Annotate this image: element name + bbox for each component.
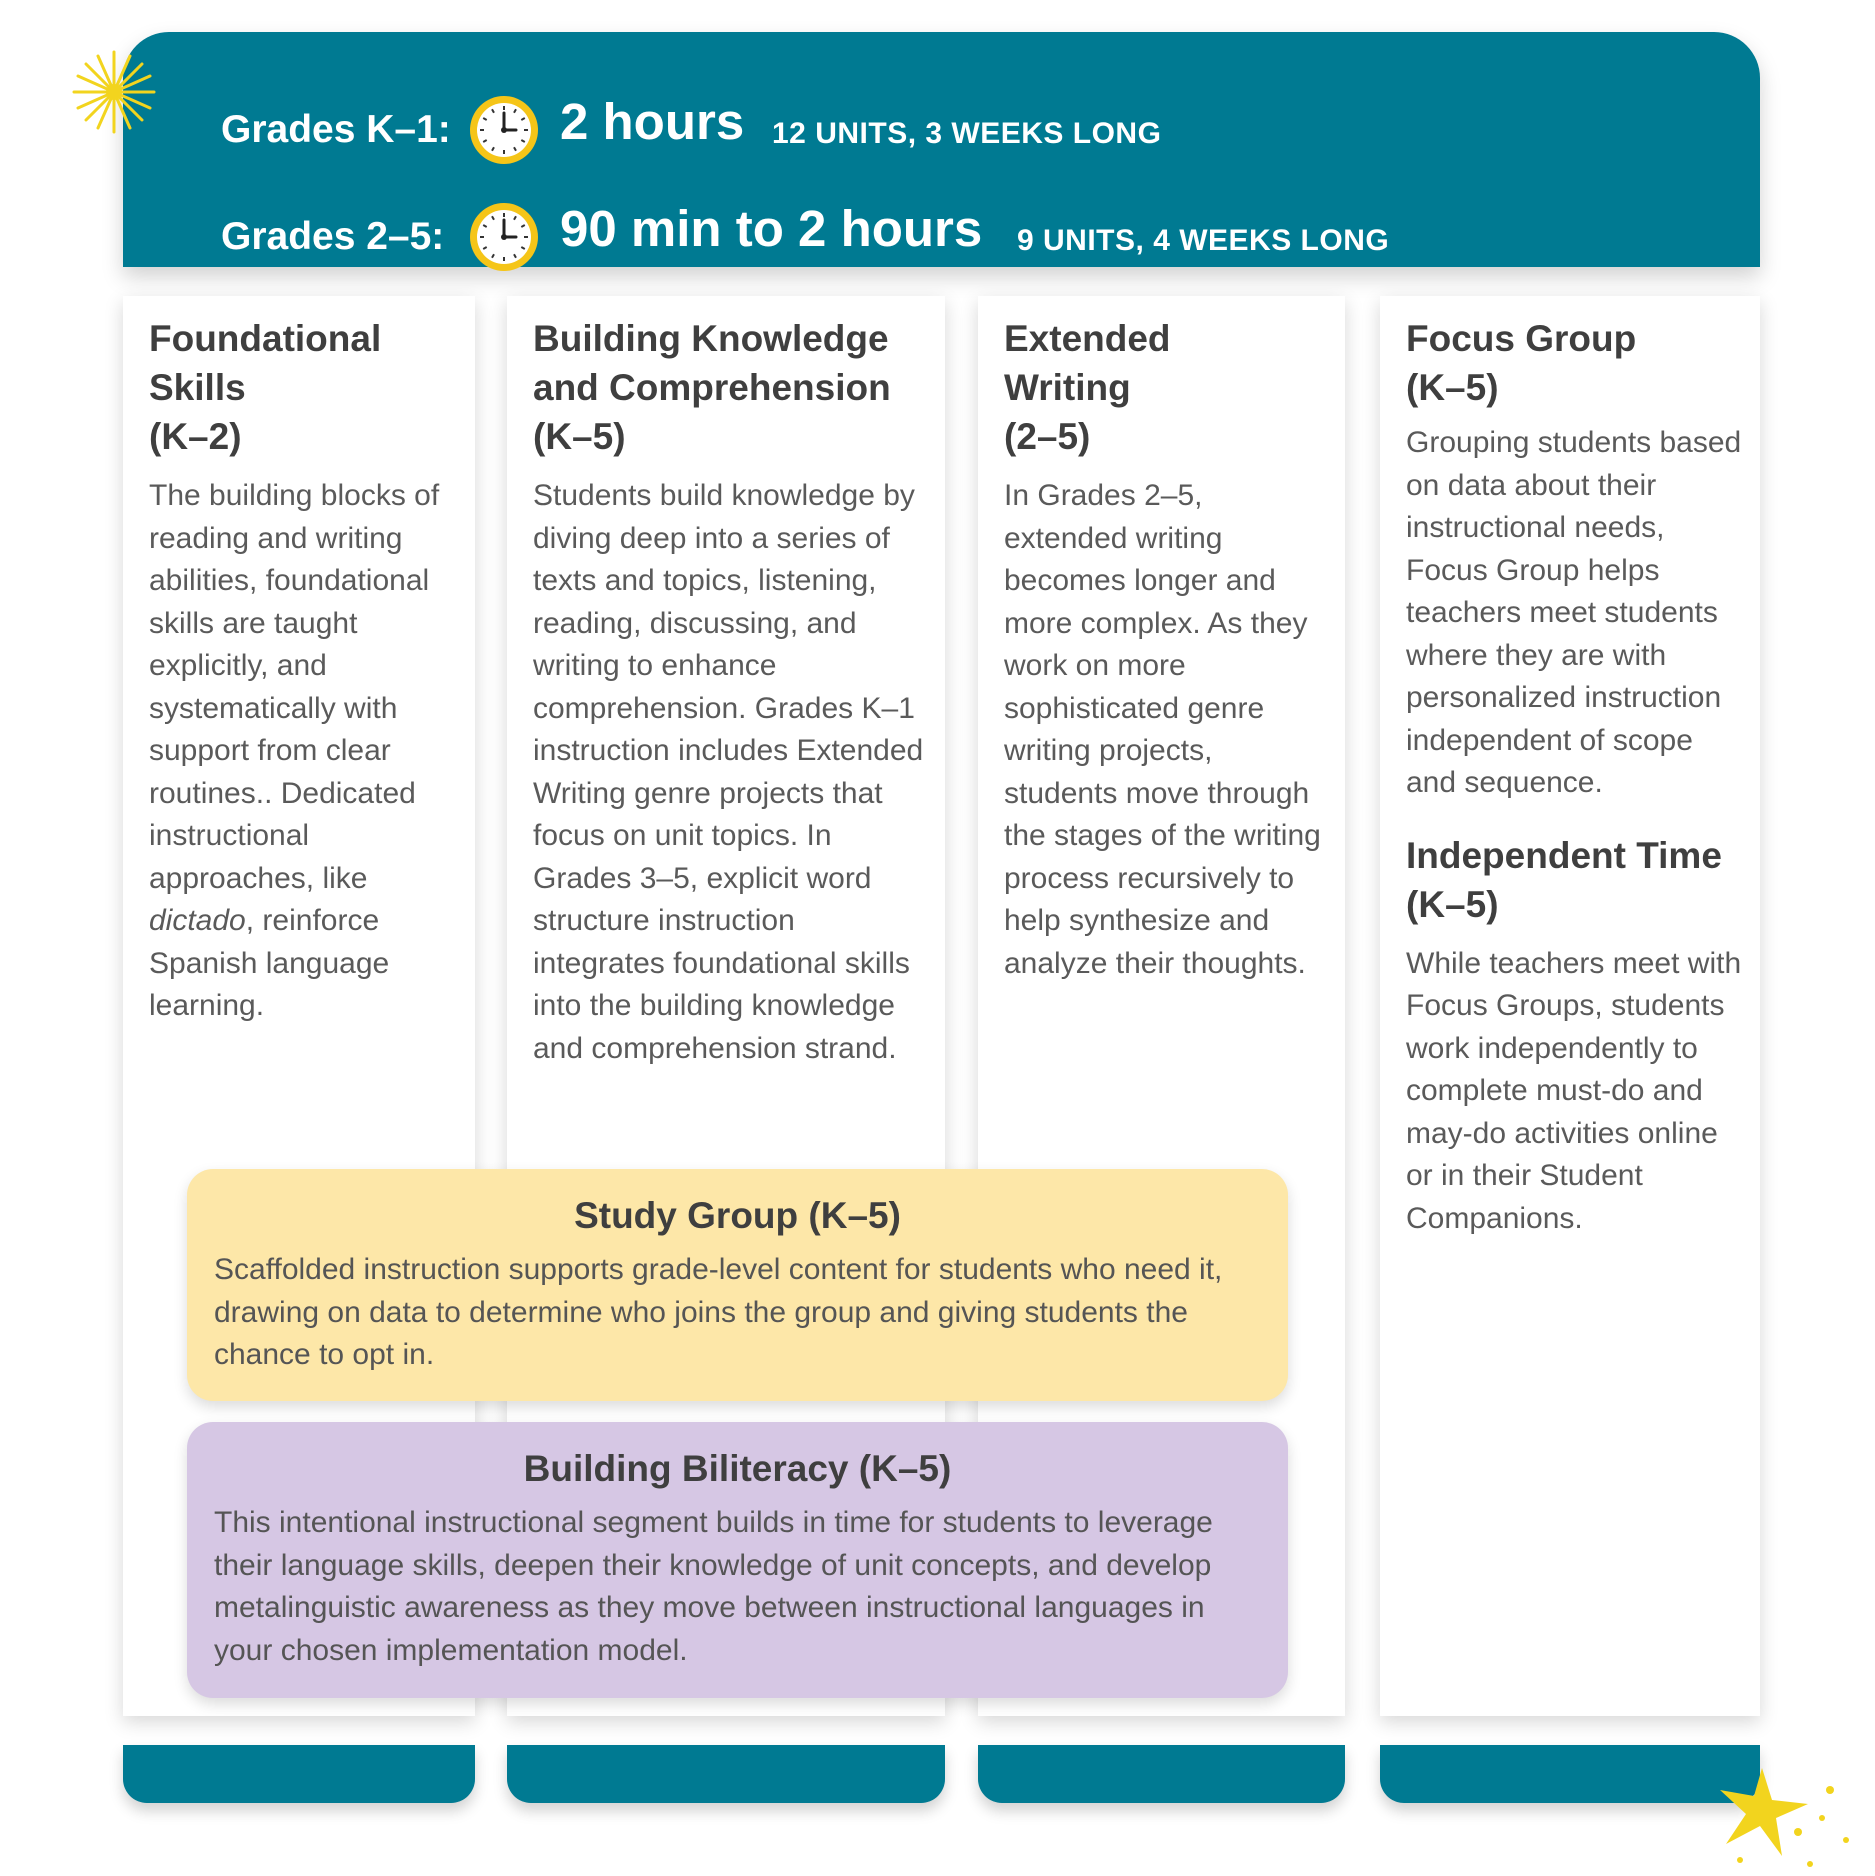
band-title: Study Group (K–5) bbox=[574, 1195, 901, 1236]
column-description: Grouping students based on data about th… bbox=[1406, 426, 1742, 799]
band-description: This intentional instructional segment b… bbox=[214, 1506, 1213, 1667]
title-grade-range: (2–5) bbox=[1004, 416, 1091, 457]
clock-icon bbox=[470, 203, 538, 271]
independent-time-title: Independent Time (K–5) bbox=[1406, 831, 1742, 929]
duration-text: 2 hours bbox=[560, 93, 745, 150]
title-grade-range: (K–2) bbox=[149, 416, 242, 457]
clock-icon bbox=[470, 96, 538, 164]
title-line: Extended bbox=[1004, 318, 1171, 359]
description-text: The building blocks of reading and writi… bbox=[149, 479, 440, 895]
title-line: Skills bbox=[149, 367, 246, 408]
banner-row-k1: Grades K–1: 2 hours 12 UNITS, 3 WEEKS LO… bbox=[123, 90, 1760, 170]
duration-text: 90 min to 2 hours bbox=[560, 200, 983, 257]
column-title: Building Knowledge and Comprehension (K–… bbox=[533, 314, 927, 461]
star-sparkle-icon bbox=[1720, 1768, 1849, 1867]
title-line: Building Knowledge bbox=[533, 318, 889, 359]
units-text: 12 UNITS, 3 WEEKS LONG bbox=[772, 117, 1162, 150]
grade-label: Grades K–1: bbox=[221, 108, 451, 151]
grade-label: Grades 2–5: bbox=[221, 215, 445, 258]
schedule-banner: Grades K–1: 2 hours 12 UNITS, 3 WEEKS LO… bbox=[123, 32, 1760, 271]
description-text: , reinforce Spanish language learning. bbox=[149, 904, 390, 1022]
building-biliteracy-band: Building Biliteracy (K–5) This intention… bbox=[187, 1422, 1288, 1698]
column-base bbox=[123, 1745, 475, 1803]
banner-row-2-5: Grades 2–5: 90 min to 2 hours 9 UNITS, 4… bbox=[123, 197, 1760, 277]
sparkle-icon bbox=[72, 50, 156, 134]
independent-time-description: While teachers meet with Focus Groups, s… bbox=[1406, 946, 1742, 1235]
column-description: Students build knowledge by diving deep … bbox=[533, 479, 924, 1065]
column-description: The building blocks of reading and writi… bbox=[149, 475, 457, 1028]
column-title: Foundational Skills (K–2) bbox=[149, 314, 457, 461]
column-base bbox=[1380, 1745, 1760, 1803]
title-grade-range: (K–5) bbox=[533, 416, 626, 457]
title-line: Writing bbox=[1004, 367, 1131, 408]
title-grade-range: (K–5) bbox=[1406, 883, 1499, 925]
column-title: Focus Group (K–5) bbox=[1406, 314, 1742, 412]
column-base bbox=[978, 1745, 1345, 1803]
column-focus-group: Focus Group (K–5) Grouping students base… bbox=[1380, 296, 1760, 1716]
title-grade-range: (K–5) bbox=[1406, 367, 1499, 408]
description-italic: dictado bbox=[149, 904, 246, 937]
band-description: Scaffolded instruction supports grade-le… bbox=[214, 1253, 1223, 1371]
column-title: Extended Writing (2–5) bbox=[1004, 314, 1327, 461]
title-line: Foundational bbox=[149, 318, 382, 359]
column-base bbox=[507, 1745, 945, 1803]
column-description: In Grades 2–5, extended writing becomes … bbox=[1004, 479, 1321, 980]
title-line: Independent Time bbox=[1406, 834, 1722, 876]
title-line: Focus Group bbox=[1406, 318, 1637, 359]
units-text: 9 UNITS, 4 WEEKS LONG bbox=[1017, 224, 1390, 257]
study-group-band: Study Group (K–5) Scaffolded instruction… bbox=[187, 1169, 1288, 1401]
title-line: and Comprehension bbox=[533, 367, 891, 408]
band-title: Building Biliteracy (K–5) bbox=[523, 1448, 952, 1489]
